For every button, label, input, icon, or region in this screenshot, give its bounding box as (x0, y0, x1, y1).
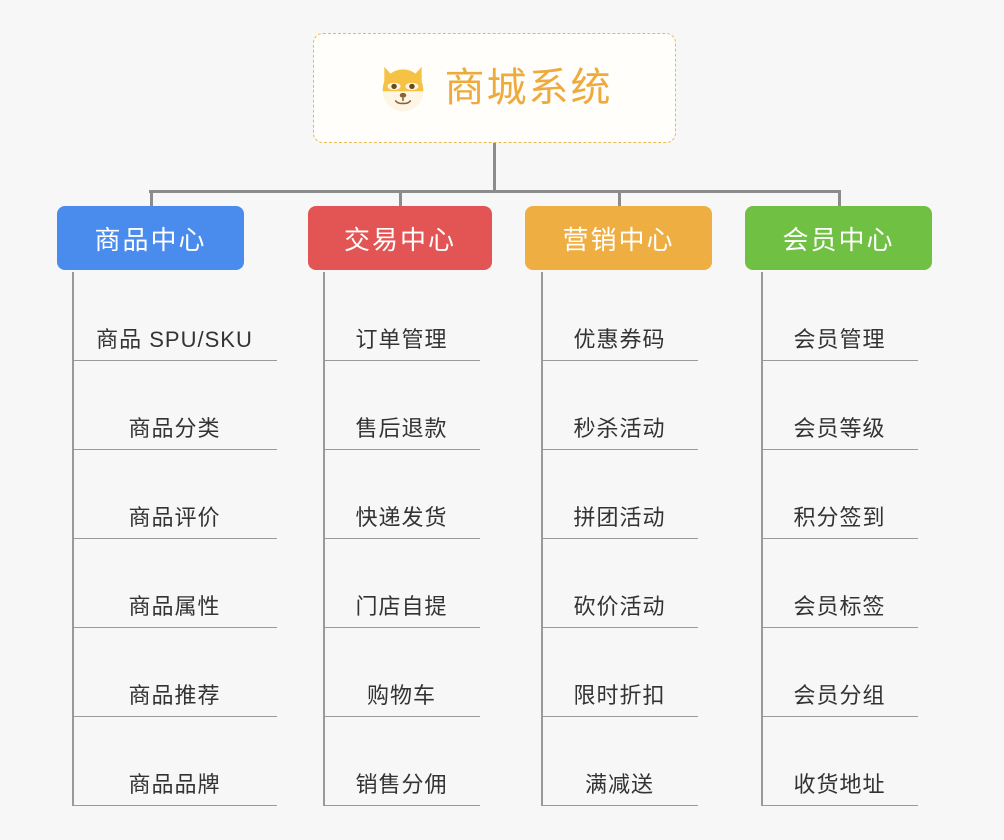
leaf-item-label: 商品分类 (128, 416, 221, 441)
leaf-item-label: 订单管理 (355, 327, 448, 352)
connector-horizontal-bus (149, 190, 841, 193)
branch-header-4[interactable]: 会员中心 (745, 206, 932, 270)
leaf-item-label: 门店自提 (355, 594, 448, 619)
leaf-item-label: 会员等级 (793, 416, 886, 441)
leaf-item[interactable]: 商品 SPU/SKU (72, 272, 277, 361)
leaf-item-label: 积分签到 (793, 505, 886, 530)
root-node-title: 商城系统 (444, 66, 613, 110)
branch-header-3[interactable]: 营销中心 (525, 206, 712, 270)
connector-root-stem (493, 143, 496, 193)
leaf-item-label: 快递发货 (355, 505, 448, 530)
branch-header-1[interactable]: 商品中心 (57, 206, 244, 270)
branch-spine-4 (761, 272, 763, 806)
branch-spine-1 (72, 272, 74, 806)
branch-column-3: 优惠券码秒杀活动拼团活动砍价活动限时折扣满减送 (541, 272, 698, 806)
leaf-item-label: 秒杀活动 (573, 416, 666, 441)
leaf-item[interactable]: 砍价活动 (541, 539, 698, 628)
leaf-item[interactable]: 会员等级 (761, 361, 918, 450)
connector-drop-4 (837, 190, 841, 210)
leaf-item-label: 商品推荐 (128, 683, 221, 708)
leaf-item[interactable]: 商品分类 (72, 361, 277, 450)
leaf-item-label: 会员分组 (793, 683, 886, 708)
leaf-item[interactable]: 秒杀活动 (541, 361, 698, 450)
leaf-item-label: 商品品牌 (128, 772, 221, 797)
branch-column-2: 订单管理售后退款快递发货门店自提购物车销售分佣 (323, 272, 480, 806)
leaf-item-label: 商品评价 (128, 505, 221, 530)
leaf-item[interactable]: 商品品牌 (72, 717, 277, 806)
branch-column-1: 商品 SPU/SKU 商品分类商品评价商品属性商品推荐商品品牌 (72, 272, 277, 806)
leaf-item-label: 售后退款 (355, 416, 448, 441)
branch-header-label: 商品中心 (94, 224, 207, 255)
branch-spine-3 (541, 272, 543, 806)
leaf-item[interactable]: 限时折扣 (541, 628, 698, 717)
shiba-dog-face-icon (382, 66, 423, 112)
connector-drop-3 (617, 190, 621, 210)
leaf-item[interactable]: 收货地址 (761, 717, 918, 806)
leaf-item[interactable]: 购物车 (323, 628, 480, 717)
connector-drop-2 (399, 190, 402, 210)
leaf-item-label: 会员标签 (793, 594, 886, 619)
leaf-item-label: 砍价活动 (573, 594, 666, 619)
leaf-item[interactable]: 销售分佣 (323, 717, 480, 806)
leaf-item[interactable]: 门店自提 (323, 539, 480, 628)
branch-header-2[interactable]: 交易中心 (308, 206, 492, 270)
leaf-item-label: 会员管理 (793, 327, 886, 352)
branch-header-label: 会员中心 (782, 224, 895, 255)
leaf-item-label: 销售分佣 (355, 772, 448, 797)
leaf-item-label: 商品属性 (128, 594, 221, 619)
root-node-shopping-mall-system[interactable]: 商城系统 (313, 33, 676, 143)
leaf-item[interactable]: 优惠券码 (541, 272, 698, 361)
leaf-item[interactable]: 商品推荐 (72, 628, 277, 717)
branch-spine-2 (323, 272, 325, 806)
leaf-item[interactable]: 会员分组 (761, 628, 918, 717)
leaf-item[interactable]: 商品属性 (72, 539, 277, 628)
leaf-item[interactable]: 积分签到 (761, 450, 918, 539)
leaf-item-label: 满减送 (584, 772, 654, 797)
branch-header-label: 营销中心 (562, 224, 675, 255)
leaf-item-label: 商品 SPU/SKU (96, 327, 253, 352)
leaf-item[interactable]: 售后退款 (323, 361, 480, 450)
leaf-item[interactable]: 满减送 (541, 717, 698, 806)
leaf-item-label: 收货地址 (793, 772, 886, 797)
leaf-item-label: 优惠券码 (573, 327, 666, 352)
branch-header-label: 交易中心 (343, 224, 456, 255)
leaf-item[interactable]: 订单管理 (323, 272, 480, 361)
leaf-item[interactable]: 会员标签 (761, 539, 918, 628)
branch-column-4: 会员管理会员等级积分签到会员标签会员分组收货地址 (761, 272, 918, 806)
leaf-item-label: 限时折扣 (573, 683, 666, 708)
connector-drop-1 (149, 190, 153, 210)
leaf-item[interactable]: 拼团活动 (541, 450, 698, 539)
leaf-item[interactable]: 商品评价 (72, 450, 277, 539)
leaf-item-label: 拼团活动 (573, 505, 666, 530)
leaf-item[interactable]: 快递发货 (323, 450, 480, 539)
leaf-item[interactable]: 会员管理 (761, 272, 918, 361)
leaf-item-label: 购物车 (366, 683, 436, 708)
